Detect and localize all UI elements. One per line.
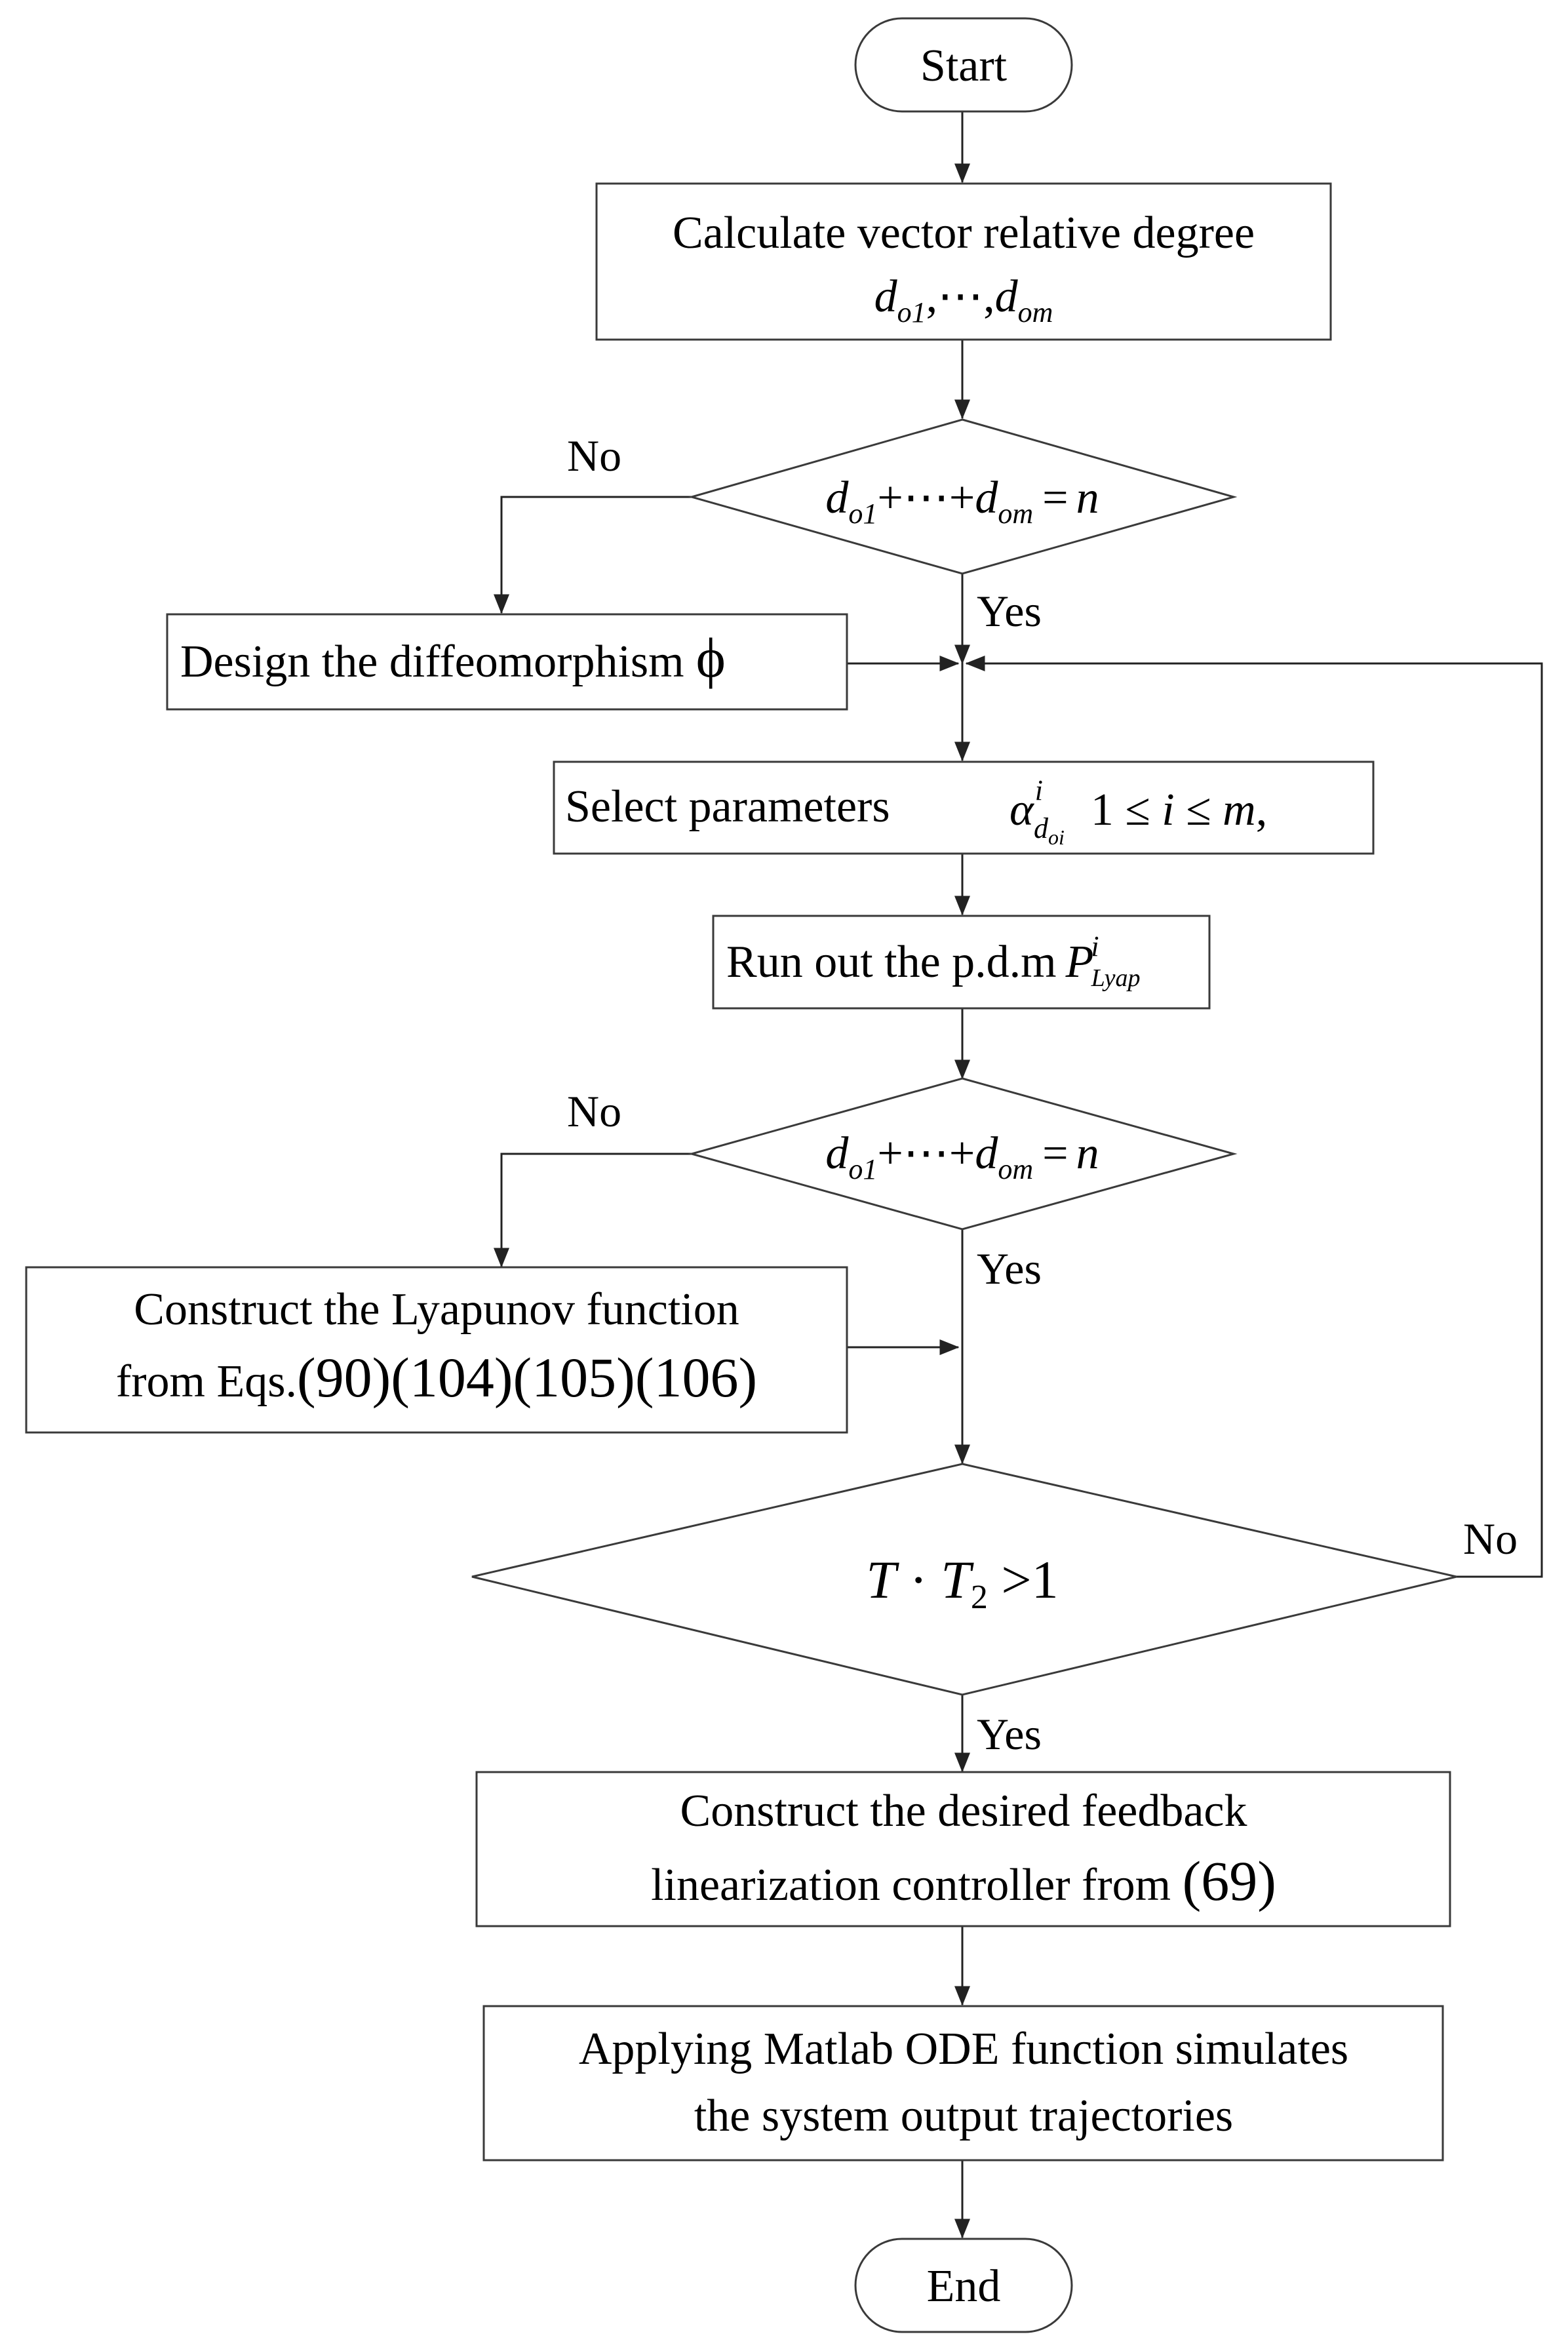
decision-1-condition: do1+⋯+dom=n (825, 473, 1099, 530)
controller-box: Construct the desired feedback lineariza… (475, 1771, 1451, 1927)
edge-dec1-no-to-diffeo (494, 496, 692, 614)
lyapunov-box: Construct the Lyapunov function from Eqs… (25, 1266, 848, 1434)
calc-degree-math: do1,⋯,dom (874, 271, 1053, 328)
end-node: End (854, 2238, 1073, 2333)
decision-3: T · T2 >1 (471, 1463, 1457, 1696)
calc-degree-box: Calculate vector relative degree do1,⋯,d… (595, 182, 1332, 341)
select-parameters-label: Select parameters (565, 781, 890, 832)
decision-1-yes-label: Yes (977, 586, 1042, 636)
decision-1: do1+⋯+dom=n (688, 418, 1238, 575)
decision-3-yes-label: Yes (977, 1709, 1042, 1759)
lyapunov-line-2: from Eqs.(90)(104)(105)(106) (116, 1346, 757, 1409)
decision-2: do1+⋯+dom=n (688, 1077, 1238, 1231)
lyapunov-line-1: Construct the Lyapunov function (134, 1284, 739, 1335)
matlab-line-1: Applying Matlab ODE function simulates (579, 2024, 1348, 2074)
controller-line-1: Construct the desired feedback (680, 1786, 1247, 1836)
start-label: Start (920, 41, 1008, 91)
matlab-box: Applying Matlab ODE function simulates t… (482, 2005, 1444, 2161)
end-label: End (927, 2261, 1001, 2312)
decision-3-no-label: No (1463, 1514, 1518, 1564)
matlab-line-2: the system output trajectories (694, 2091, 1233, 2141)
edge-dec3-no-loop (965, 656, 1543, 1578)
calc-degree-title: Calculate vector relative degree (673, 208, 1255, 258)
decision-1-no-label: No (567, 431, 621, 481)
edge-dec2-no-to-lyap (494, 1153, 692, 1268)
start-node: Start (854, 17, 1073, 113)
decision-2-condition: do1+⋯+dom=n (825, 1128, 1099, 1185)
controller-line-2: linearization controller from (69) (651, 1849, 1276, 1912)
decision-3-condition: T · T2 >1 (866, 1550, 1058, 1616)
edges (494, 111, 1543, 2239)
decision-2-no-label: No (567, 1086, 621, 1136)
decision-2-yes-label: Yes (977, 1244, 1042, 1293)
